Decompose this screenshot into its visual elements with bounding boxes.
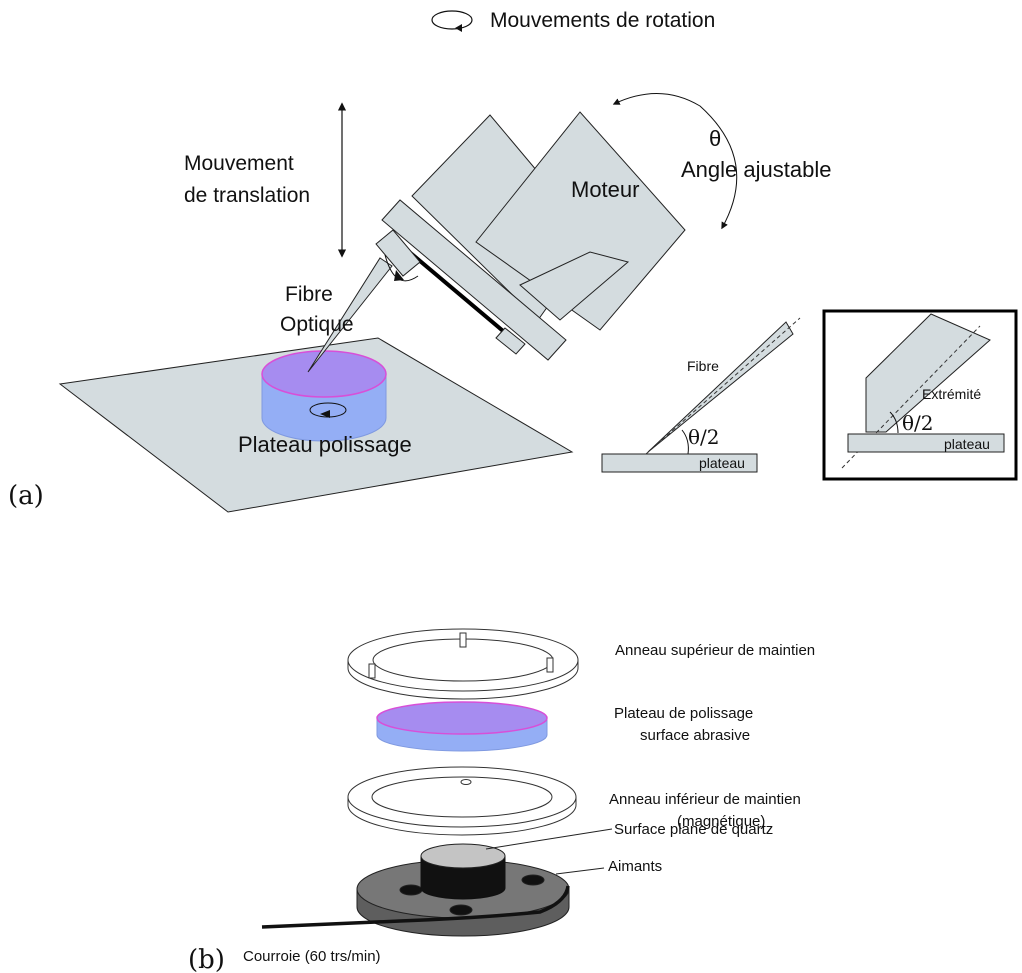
part-b: Anneau supérieur de maintien Plateau de … [188,628,815,973]
polish-plate-label-line1: Plateau de polissage [614,705,753,722]
translation-label-line1: Mouvement [184,152,294,175]
magnet-hole [449,904,473,916]
polish-plate-label-line2: surface abrasive [640,727,750,744]
detail-tip-box: Extrémité θ/2 plateau [822,309,1018,481]
detail-fiber-axis [645,317,801,455]
optical-fiber [307,257,393,373]
quartz-surface [420,843,506,869]
polishing-plate [261,350,387,442]
magnetic-base [356,843,570,937]
rotation-legend: Mouvements de rotation [431,9,715,32]
detail-tip-plateau-label: plateau [944,436,990,452]
detail-tip-angle-label: θ/2 [902,411,934,435]
upper-ring-pin [368,663,376,679]
detail-fiber-angle: Fibre θ/2 plateau [601,317,801,473]
upper-ring-label: Anneau supérieur de maintien [615,642,815,659]
detail-tip-label: Extrémité [922,386,981,402]
fiber-holder-rotation-arrow-icon [394,270,404,281]
motor-label: Moteur [571,177,639,202]
rotation-legend-label: Mouvements de rotation [490,9,715,32]
belt-label: Courroie (60 trs/min) [243,948,381,965]
detail-plateau [601,453,758,473]
part-b-tag: (b) [188,945,225,973]
lower-ring-label-line1: Anneau inférieur de maintien [609,791,801,808]
rotation-legend-arrow-icon [455,24,462,32]
magnets-leader-line [555,867,605,875]
angle-label: Angle ajustable [681,157,831,182]
fiber-label-line2: Optique [280,313,354,336]
mount-plate [381,199,567,361]
angle-symbol: θ [709,126,721,151]
polish-plate-b [376,701,548,752]
quartz-label: Surface plane de quartz [614,821,773,838]
detail-tip-angle-arc [889,411,899,434]
magnets-label: Aimants [608,858,662,875]
lower-ring [347,766,577,836]
magnet-hole [399,884,423,896]
fiber-label-line1: Fibre [285,283,333,306]
belt [261,885,570,929]
detail-angle-label: θ/2 [688,425,720,449]
rotation-legend-icon [431,10,473,30]
translation-label-line2: de translation [184,184,310,207]
upper-ring-pin [546,657,554,673]
detail-tip-plateau [847,433,1005,453]
detail-fiber-label: Fibre [687,358,719,374]
lower-ring-label-line2: (magnétique) [677,813,765,830]
plate-label: Plateau polissage [238,432,412,457]
motor-side-block [519,251,630,321]
detail-plateau-label: plateau [699,455,745,471]
detail-tip-axis [841,325,981,469]
part-a-tag: (a) [8,481,44,511]
plate-rotation-arrow-icon [320,410,330,418]
detail-fiber [647,321,794,453]
fiber-holder [375,229,421,277]
magnet-hole [521,874,545,886]
angle-arc-arrow [612,93,738,230]
upper-ring-pin [459,632,467,648]
lower-ring-pin [460,779,472,785]
detail-tip-shape [865,313,991,433]
quartz-leader-line [485,828,613,850]
part-a: Mouvement de translation θ Angle ajustab… [8,93,1018,513]
motor-assembly [375,111,686,361]
rail-end-block [495,327,526,355]
detail-angle-arc [681,429,689,455]
upper-ring [347,628,579,700]
